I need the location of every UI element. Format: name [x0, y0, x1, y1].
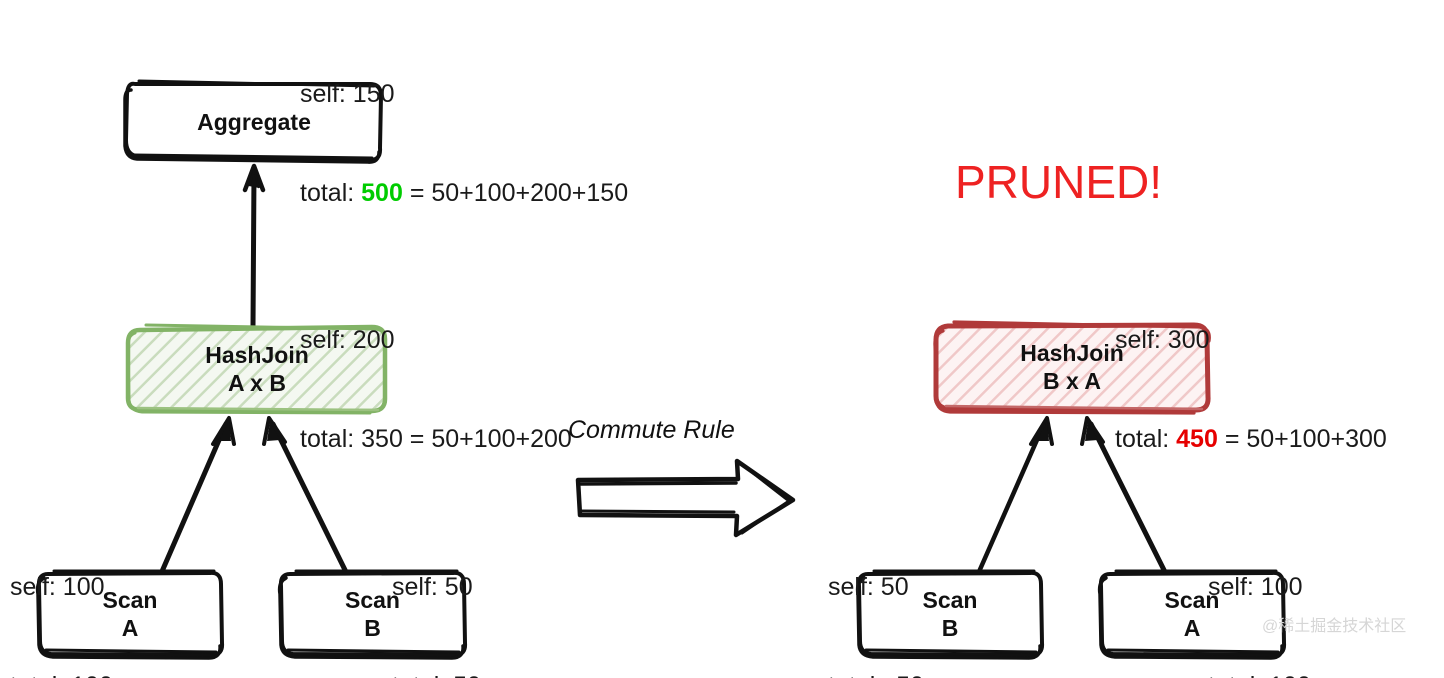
arrow-scanA-to-hashjoin-left	[157, 416, 236, 579]
hashjoin-right-total-line: total: 450 = 50+100+300	[1115, 423, 1387, 456]
aggregate-node-label: Aggregate	[197, 109, 311, 135]
aggregate-node[interactable]: Aggregate	[125, 82, 383, 162]
scan-b-left-total-line: total: 50	[392, 670, 481, 678]
hashjoin-left-node[interactable]: HashJoin A x B	[128, 325, 386, 413]
commute-rule-label: Commute Rule	[568, 416, 735, 444]
aggregate-cost-label: self: 150 total: 500 = 50+100+200+150	[300, 12, 628, 276]
hashjoin-right-total-value: 450	[1176, 425, 1218, 453]
scan-a-left-total-line: total: 100	[10, 670, 113, 678]
site-watermark: @稀土掘金技术社区	[1262, 618, 1407, 635]
scan-a-left-cost-label: self: 100 total: 100	[10, 505, 113, 678]
scan-a-right-cost-label: self: 100 total: 100	[1208, 505, 1311, 678]
aggregate-total-prefix: total:	[300, 179, 362, 207]
scan-b-right-total-line: total: 50	[828, 670, 924, 678]
scan-b-right-node[interactable]: Scan B	[858, 570, 1042, 658]
scan-b-left-cost-label: self: 50 total: 50	[392, 505, 481, 678]
aggregate-total-suffix: = 50+100+200+150	[402, 179, 629, 207]
hashjoin-right-self-line: self: 300	[1115, 326, 1210, 354]
scan-b-right-node-label: Scan B	[922, 587, 978, 641]
hashjoin-right-node-label: HashJoin B x A	[1020, 340, 1124, 394]
hashjoin-right-node[interactable]: HashJoin B x A	[936, 323, 1208, 411]
scan-a-right-self-line: self: 100	[1208, 573, 1303, 601]
hashjoin-left-self-line: self: 200	[300, 326, 395, 354]
aggregate-total-value: 500	[361, 179, 403, 207]
scan-b-right-cost-label: self: 50 total: 50	[828, 505, 924, 678]
hashjoin-left-total-line: total: 350 = 50+100+200	[300, 425, 572, 453]
commute-arrow-icon	[575, 458, 796, 538]
scan-b-right-self-line: self: 50	[828, 573, 909, 601]
aggregate-self-line: self: 150	[300, 80, 395, 108]
scan-a-left-node[interactable]: Scan A	[38, 570, 222, 658]
arrow-scanB-to-hashjoin-right	[975, 416, 1054, 577]
aggregate-total-line: total: 500 = 50+100+200+150	[300, 177, 628, 210]
scan-a-left-self-line: self: 100	[10, 573, 105, 601]
scan-b-left-node-label: Scan B	[345, 587, 400, 641]
scan-b-left-node[interactable]: Scan B	[280, 570, 465, 658]
hashjoin-left-cost-label: self: 200 total: 350 = 50+100+200	[300, 258, 572, 522]
hashjoin-right-total-suffix: = 50+100+300	[1217, 425, 1387, 453]
arrow-hashjoin-to-aggregate	[242, 163, 266, 329]
scan-a-left-node-label: Scan A	[102, 587, 158, 641]
pruned-label: PRUNED!	[955, 156, 1163, 208]
hashjoin-right-total-prefix: total:	[1115, 425, 1177, 453]
scan-a-right-node-label: Scan A	[1164, 587, 1220, 641]
scan-a-right-node[interactable]: Scan A	[1100, 570, 1284, 658]
hashjoin-right-cost-label: self: 300 total: 450 = 50+100+300	[1115, 258, 1387, 522]
scan-a-right-total-line: total: 100	[1208, 670, 1311, 678]
scan-b-left-self-line: self: 50	[392, 573, 473, 601]
hashjoin-left-node-label: HashJoin A x B	[205, 342, 309, 396]
